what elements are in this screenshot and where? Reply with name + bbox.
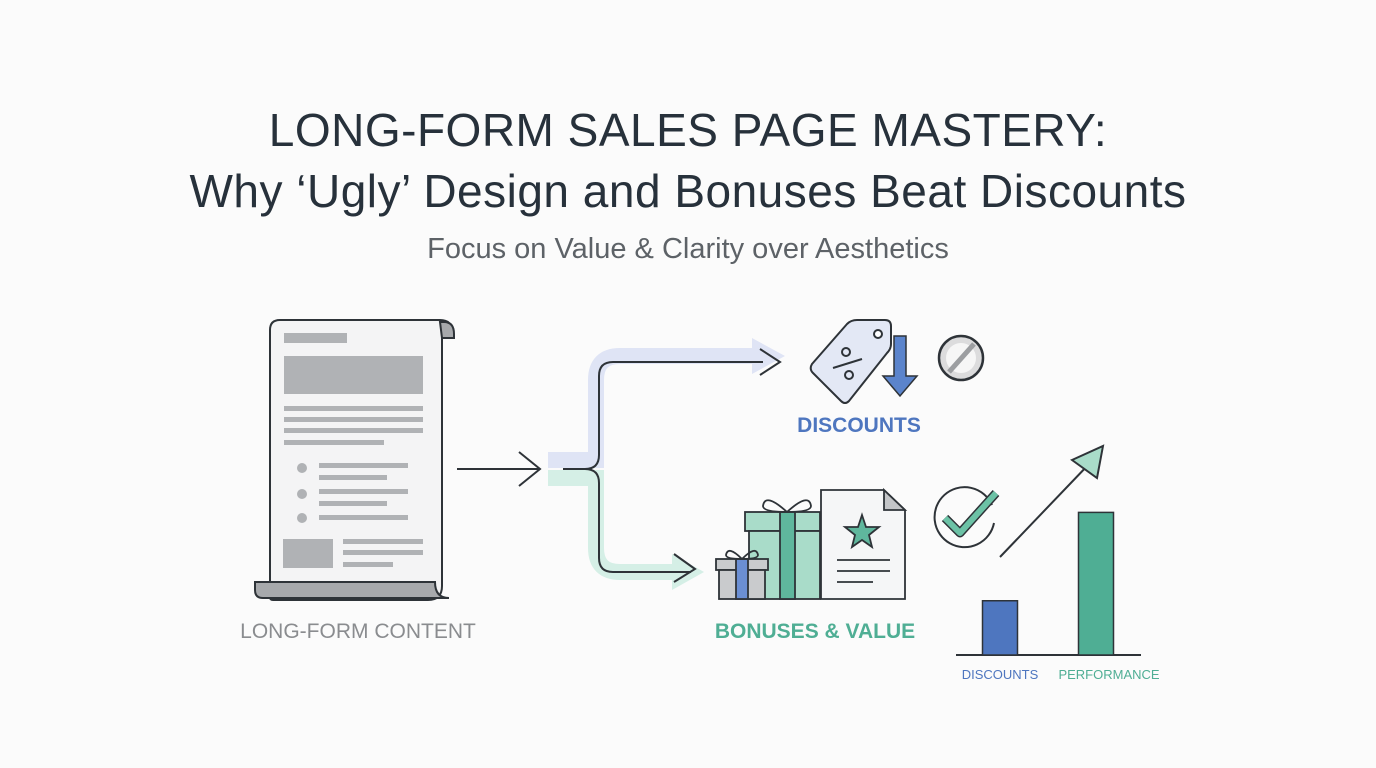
bonuses-label: BONUSES & VALUE bbox=[715, 620, 915, 643]
certificate-icon bbox=[820, 487, 908, 600]
bar-label-discounts: DISCOUNTS bbox=[962, 667, 1039, 682]
gift-icon bbox=[715, 499, 821, 600]
subtitle: Focus on Value & Clarity over Aesthetics bbox=[427, 233, 949, 265]
source-label: LONG-FORM CONTENT bbox=[240, 620, 476, 643]
document-scroll-icon bbox=[254, 319, 455, 601]
title-line-2: Why ‘Ugly’ Design and Bonuses Beat Disco… bbox=[189, 165, 1187, 217]
title-line-1: LONG-FORM SALES PAGE MASTERY: bbox=[268, 104, 1108, 156]
bar-label-performance: PERFORMANCE bbox=[1058, 667, 1159, 682]
bar-discounts bbox=[981, 600, 1019, 656]
discounts-flow-band bbox=[548, 348, 760, 468]
prohibited-icon bbox=[937, 334, 985, 382]
bar-chart: DISCOUNTS PERFORMANCE bbox=[956, 511, 1160, 682]
bonuses-flow-band bbox=[548, 470, 680, 580]
down-arrow-icon bbox=[881, 335, 919, 398]
discounts-label: DISCOUNTS bbox=[797, 414, 921, 437]
checkmark-icon bbox=[933, 486, 1000, 549]
trend-up-arrow-icon bbox=[999, 444, 1105, 558]
split-connector bbox=[563, 348, 782, 583]
connector-arrow-icon bbox=[457, 451, 542, 487]
price-tag-icon bbox=[809, 319, 892, 404]
bar-performance bbox=[1077, 511, 1115, 656]
